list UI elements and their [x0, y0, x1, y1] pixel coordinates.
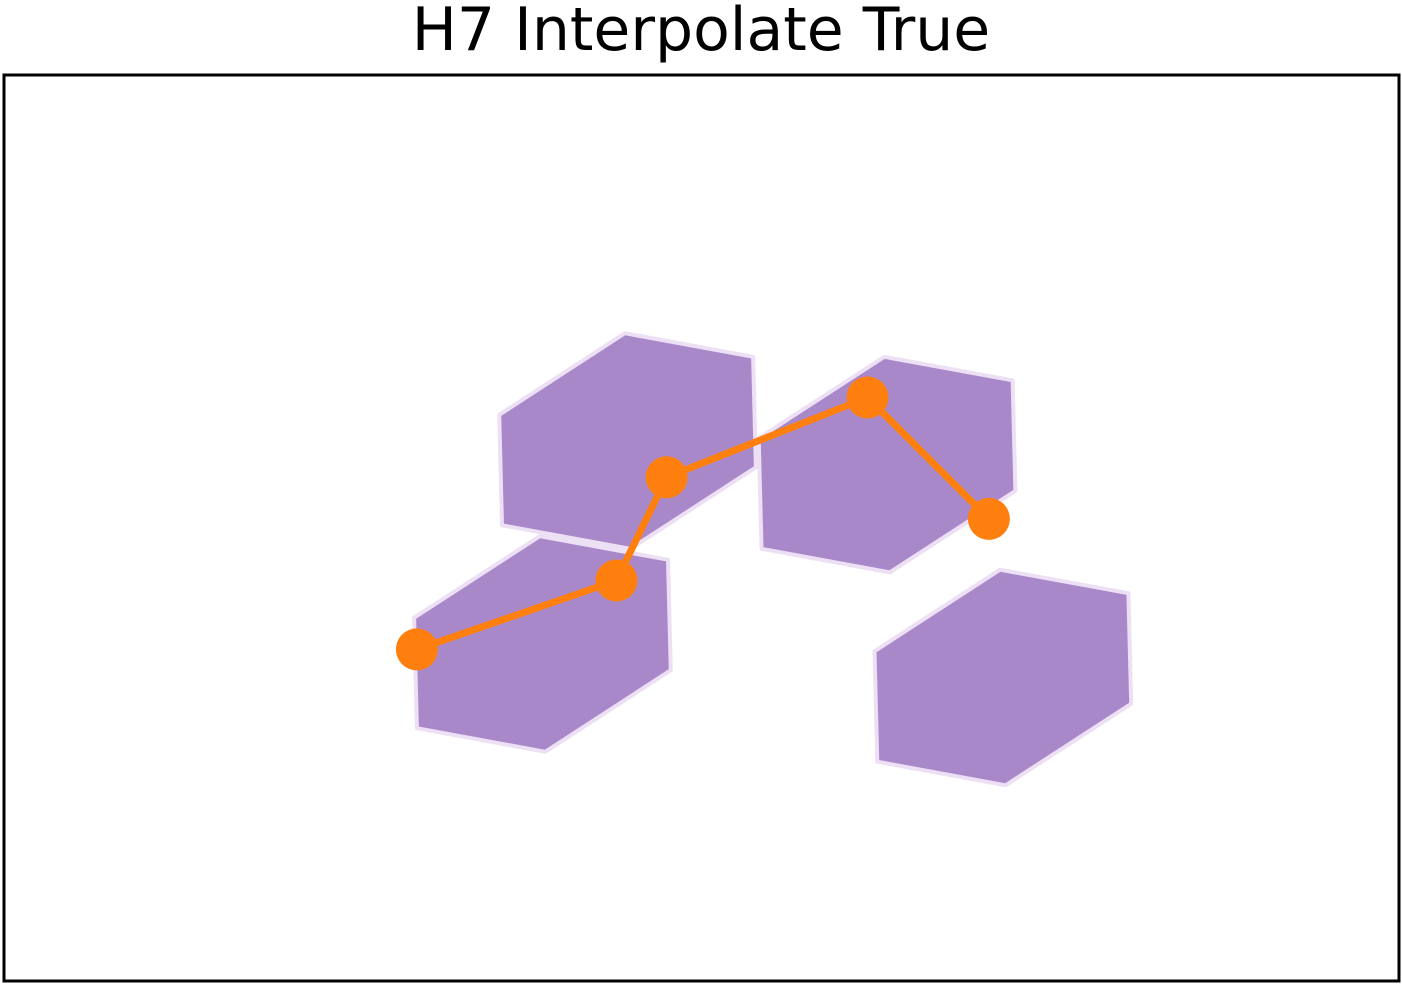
chart-title: H7 Interpolate True	[412, 0, 990, 65]
path-point	[967, 497, 1010, 540]
path-layer	[395, 376, 1010, 671]
path-point	[395, 628, 438, 671]
hex-b	[497, 331, 758, 551]
plot-frame	[2, 73, 1401, 983]
hexagon-layer	[412, 331, 1134, 788]
path-point	[846, 376, 889, 419]
hex-c	[756, 354, 1018, 575]
hex-d	[872, 567, 1134, 788]
path-point	[645, 456, 688, 499]
path-point	[595, 559, 638, 602]
